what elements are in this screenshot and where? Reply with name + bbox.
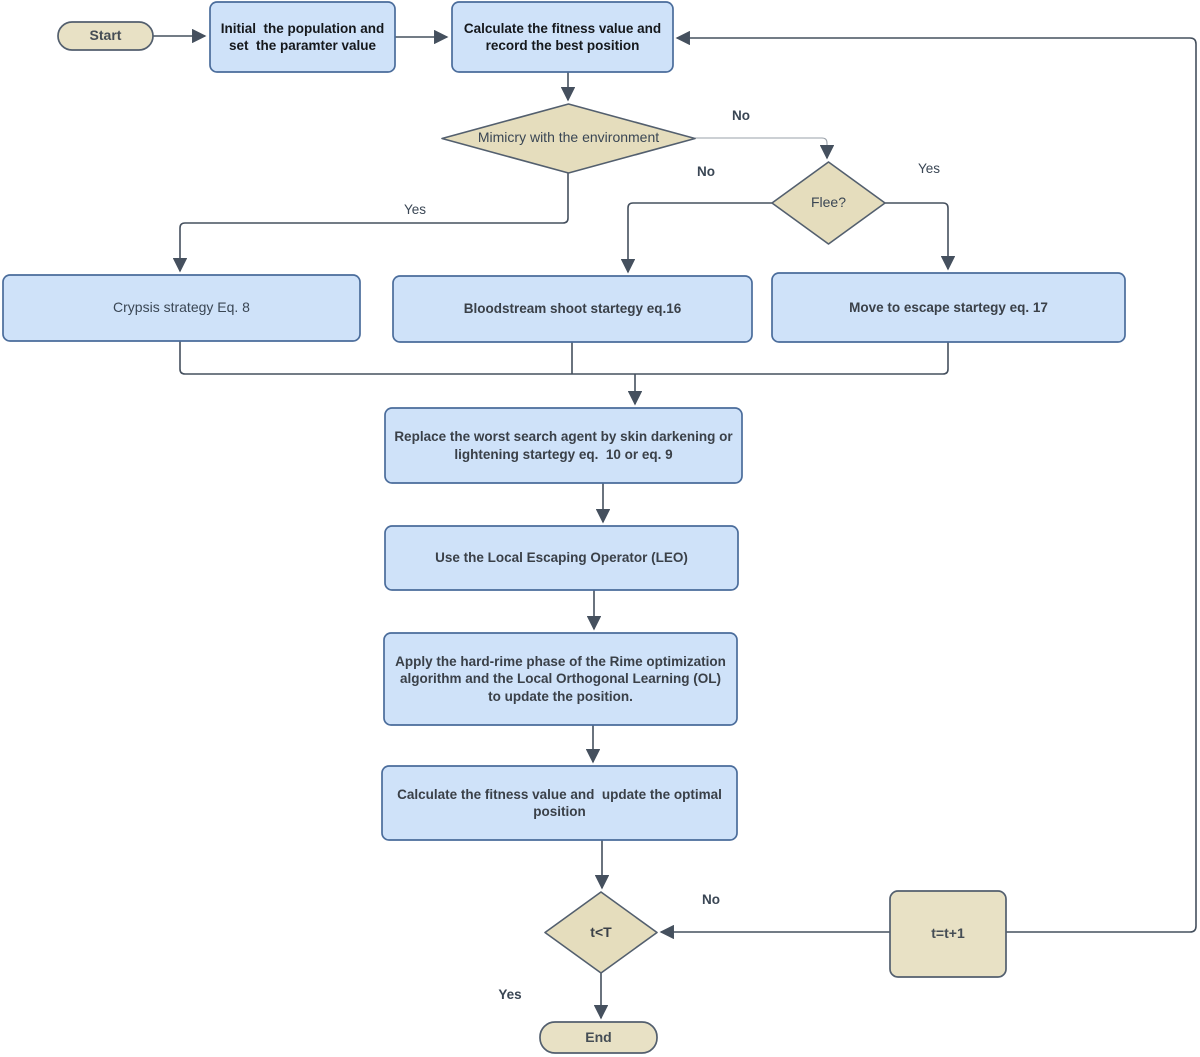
- bloodstream-node-label: Bloodstream shoot startegy eq.16: [463, 301, 682, 317]
- t-increment-node-label: t=t+1: [931, 925, 965, 942]
- rime-node: [383, 632, 738, 726]
- edge-move-merge: [635, 342, 949, 375]
- start-node: [57, 21, 154, 51]
- end-node-label: End: [585, 1028, 612, 1045]
- init-population-node-label: Initial the population and set the param…: [220, 20, 389, 53]
- replace-worst-node-label: Replace the worst search agent by skin d…: [394, 429, 737, 462]
- flee-decision-node-label: Flee?: [810, 194, 847, 211]
- leo-node-label: Use the Local Escaping Operator (LEO): [435, 550, 688, 566]
- rime-node-label: Apply the hard-rime phase of the Rime op…: [395, 654, 726, 704]
- t-no-edge-label: No: [702, 891, 720, 907]
- t-yes-edge-label: Yes: [498, 986, 522, 1002]
- mimicry-decision-node: [441, 103, 696, 174]
- move-escape-node: [771, 272, 1126, 343]
- t-check-decision-node-label: t<T: [590, 924, 612, 941]
- flee-yes-edge-label: Yes: [917, 160, 941, 176]
- init-population-node: [209, 1, 396, 73]
- calc-fitness-best-node-label: Calculate the fitness value and record t…: [463, 20, 665, 53]
- mimicry-decision-node-label: Mimicry with the environment: [477, 129, 660, 146]
- update-optimal-node: [381, 765, 738, 841]
- edge-feedback-to-calc: [675, 30, 1197, 933]
- t-check-decision-node: [544, 891, 658, 974]
- calc-fitness-best-node: [451, 1, 674, 73]
- t-increment-node: [889, 890, 1007, 978]
- mimicry-no-edge-label: No: [732, 107, 750, 123]
- crypsis-node-label: Crypsis strategy Eq. 8: [113, 299, 250, 316]
- edge-flee-yes-to-move: [885, 202, 956, 271]
- flee-no-edge-label: No: [697, 163, 715, 179]
- edge-crypsis-merge: [179, 341, 635, 375]
- replace-worst-node: [384, 407, 743, 484]
- crypsis-node: [2, 274, 361, 342]
- start-node-label: Start: [89, 27, 122, 44]
- update-optimal-node-label: Calculate the fitness value and update t…: [397, 786, 730, 819]
- bloodstream-node: [392, 275, 753, 343]
- edge-mimicry-yes-to-crypsis: [172, 173, 569, 273]
- flee-decision-node: [771, 161, 886, 245]
- move-escape-node-label: Move to escape startegy eq. 17: [849, 299, 1048, 315]
- leo-node: [384, 525, 739, 591]
- edge-flee-no-to-bloodstream: [620, 202, 772, 274]
- end-node: [539, 1021, 658, 1054]
- edge-mimicry-no-to-flee: [695, 137, 828, 150]
- mimicry-yes-edge-label: Yes: [403, 201, 427, 217]
